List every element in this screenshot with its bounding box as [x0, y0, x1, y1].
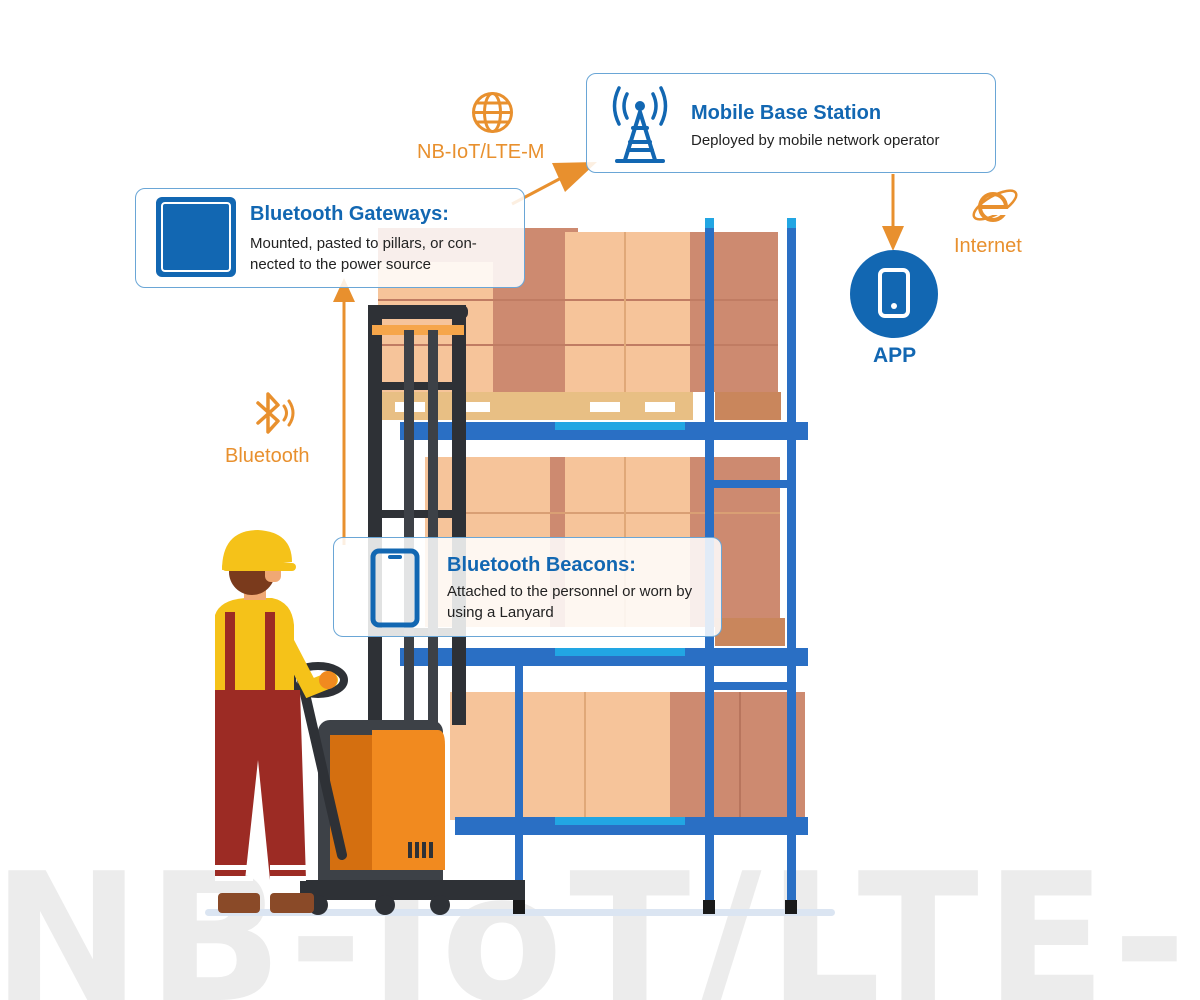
base-station-description: Deployed by mobile network operator — [691, 132, 940, 149]
phone-beacon-icon — [370, 548, 420, 628]
bottom-boxes — [450, 692, 805, 820]
globe-icon — [472, 92, 513, 133]
worker — [215, 530, 338, 913]
base-station-card: Mobile Base Station Deployed by mobile n… — [586, 73, 996, 173]
rack-upright-back — [515, 660, 523, 908]
gateway-square-icon — [156, 197, 236, 277]
watermark: NB-IoT/LTE-M — [0, 850, 1200, 1000]
app-label: APP — [873, 344, 917, 367]
internet-explorer-icon — [972, 189, 1018, 222]
gateway-title: Bluetooth Gateways: — [250, 203, 449, 225]
watermark-text: NB-IoT/LTE-M — [0, 850, 1200, 1000]
gateway-card: Bluetooth Gateways: Mounted, pasted to p… — [135, 188, 525, 288]
radio-tower-icon — [612, 86, 668, 163]
arrow-internet — [882, 174, 904, 251]
nbiot-label: NB-IoT/LTE-M — [417, 141, 545, 163]
beacons-card: Bluetooth Beacons: Attached to the perso… — [333, 537, 722, 637]
rack-upright-right — [787, 218, 796, 908]
middle-pallet — [715, 618, 785, 646]
beacons-description: Attached to the personnel or worn by usi… — [447, 583, 693, 621]
bluetooth-icon — [256, 392, 295, 434]
arrow-bluetooth — [333, 278, 355, 545]
beacons-title: Bluetooth Beacons: — [447, 554, 636, 576]
gateway-description: Mounted, pasted to pillars, or con-necte… — [250, 235, 477, 273]
bluetooth-label: Bluetooth — [225, 445, 310, 467]
upper-pallet-right — [715, 392, 781, 420]
base-station-title: Mobile Base Station — [691, 102, 882, 124]
internet-label: Internet — [954, 235, 1022, 257]
mobile-phone-icon — [850, 250, 938, 338]
shelf-bottom — [455, 817, 808, 835]
